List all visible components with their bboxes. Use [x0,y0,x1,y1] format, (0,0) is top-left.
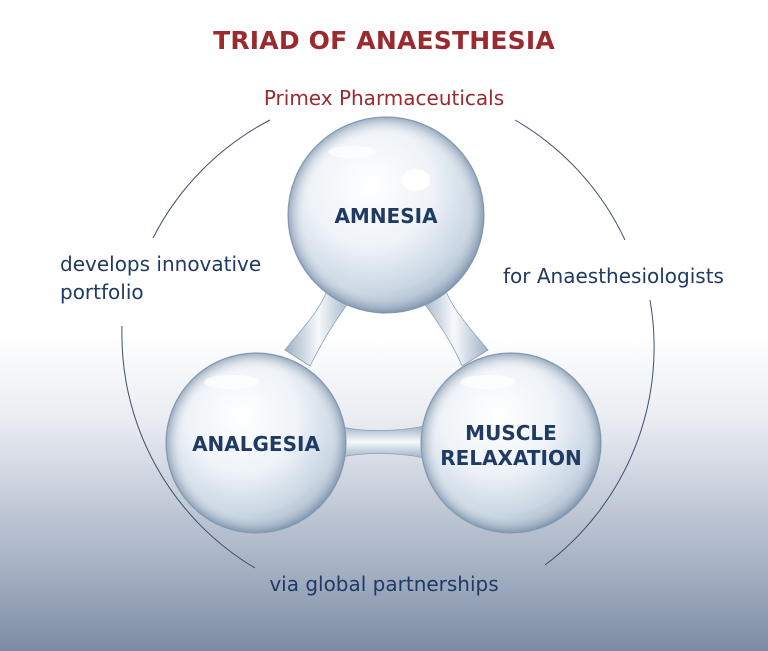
bottom-caption: via global partnerships [269,572,499,596]
ring-arc-right [544,299,655,566]
sphere-muscle-relaxation-rim [421,353,601,533]
ring-arc-left [121,325,256,569]
sphere-amnesia-highlight [402,169,430,191]
label-analgesia: ANALGESIA [192,432,320,456]
label-amnesia: AMNESIA [334,204,438,228]
node-analgesia: ANALGESIA [165,352,347,534]
outer-ring [121,119,655,569]
sphere-amnesia-glint [328,146,376,158]
label-relaxation: RELAXATION [440,446,581,470]
label-muscle: MUSCLE [465,421,557,445]
ring-arc-top-right [514,119,626,241]
sphere-analgesia-glint [204,375,260,389]
node-amnesia: AMNESIA [287,116,485,314]
bond-top-left [284,281,353,367]
node-muscle-relaxation: MUSCLE RELAXATION [420,352,602,534]
sphere-analgesia-rim [166,353,346,533]
diagram-title: TRIAD OF ANAESTHESIA [213,26,555,55]
left-caption-line-2: portfolio [60,280,144,304]
left-caption-line-1: develops innovative [60,252,262,276]
left-caption: develops innovative portfolio [60,250,300,306]
company-subtitle: Primex Pharmaceuticals [263,86,505,110]
bond-top-right [419,281,489,367]
sphere-muscle-relaxation-glint [460,375,516,389]
sphere-amnesia-rim [288,117,484,313]
bonds [284,281,489,459]
ring-arc-top-left [152,119,271,239]
right-caption: for Anaesthesiologists [503,264,724,288]
bond-bottom [337,425,425,459]
